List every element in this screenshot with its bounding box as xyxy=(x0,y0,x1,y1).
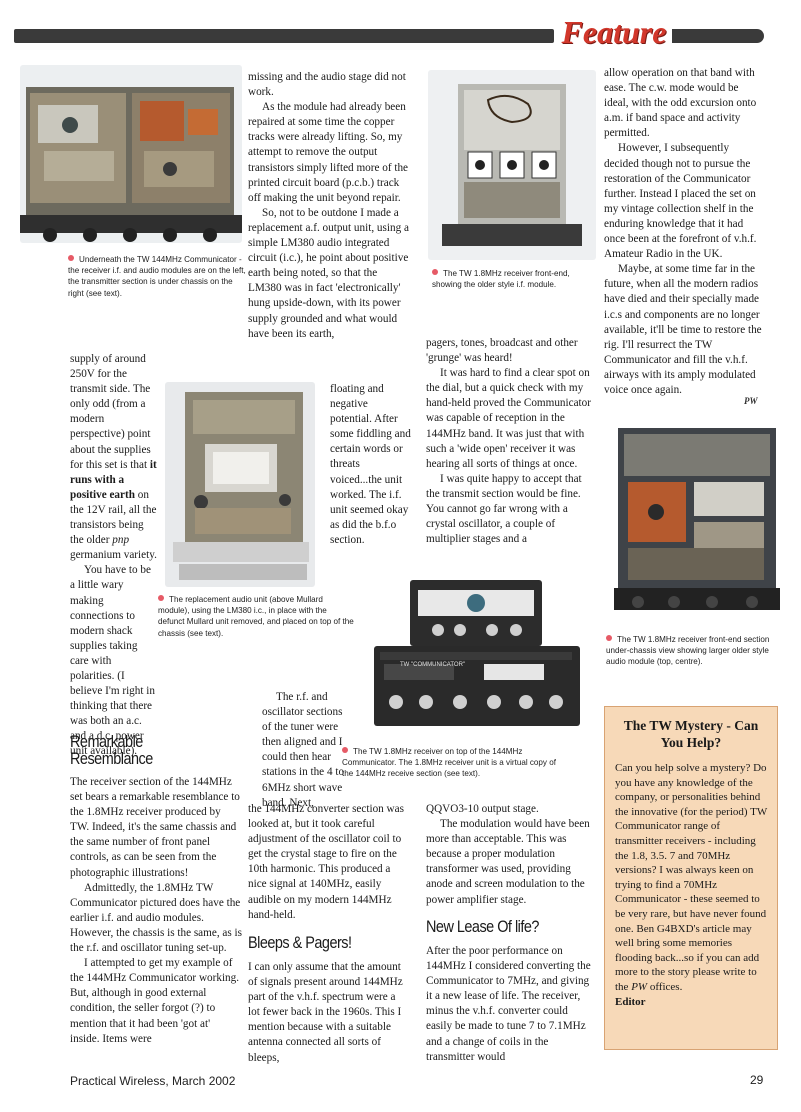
heading-new-lease: New Lease Of life? xyxy=(426,917,539,936)
col2-para-d2: the 144MHz converter section was looked … xyxy=(248,803,404,921)
col1-pnp: pnp xyxy=(112,534,130,547)
col3-para-b: It was hard to find a clear spot on the … xyxy=(426,367,591,470)
col1-positive-earth: it runs with a positive earth xyxy=(70,458,157,501)
col3-para-a: pagers, tones, broadcast and other 'grun… xyxy=(426,337,578,365)
col3-para-c: I was quite happy to accept that the tra… xyxy=(426,472,582,546)
col2-text-narrow: floating and negative potential. After s… xyxy=(330,382,412,548)
col2-para-c: So, not to be outdone I made a replaceme… xyxy=(248,206,409,340)
col1-text-lower: The receiver section of the 144MHz set b… xyxy=(70,775,242,1047)
heading-bleeps-pagers: Bleeps & Pagers! xyxy=(248,933,352,952)
col3-para-d: QQVO3-10 output stage. xyxy=(426,803,539,815)
sidebar-title: The TW Mystery - Can You Help? xyxy=(623,718,759,750)
col2-text-mid: The r.f. and oscillator sections of the … xyxy=(248,690,410,811)
mystery-sidebar: The TW Mystery - Can You Help? Can you h… xyxy=(604,706,778,1050)
col2-text-top: missing and the audio stage did not work… xyxy=(248,70,410,342)
sidebar-body: Can you help solve a mystery? Do you hav… xyxy=(615,761,769,1009)
caption-bullet-icon xyxy=(68,255,74,261)
caption-bullet-icon xyxy=(342,747,348,753)
col3-para-e: The modulation would have been more than… xyxy=(426,818,590,906)
heading-remarkable-resemblance: Remarkable Resemblance xyxy=(70,732,153,768)
caption-photo1: Underneath the TW 144MHz Communicator - … xyxy=(68,255,246,298)
photo-1-8mhz-front-end xyxy=(428,70,596,260)
caption-photo5: The TW 1.8MHz receiver front-end section… xyxy=(606,635,770,667)
col3-text-mid: QQVO3-10 output stage. The modulation wo… xyxy=(426,802,596,908)
col1-para-b: You have to be a little wary making conn… xyxy=(70,564,155,758)
col2-para-c2: floating and negative potential. After s… xyxy=(330,383,411,546)
caption-photo2: The replacement audio unit (above Mullar… xyxy=(158,595,354,638)
col2-para-d: The r.f. and oscillator sections of the … xyxy=(262,691,345,809)
caption-bullet-icon xyxy=(158,595,164,601)
col4-para-b: However, I subsequently decided though n… xyxy=(604,142,757,261)
footer-magazine: Practical Wireless, March 2002 xyxy=(70,1074,236,1088)
col2-text-bottom: I can only assume that the amount of sig… xyxy=(248,960,410,1066)
caption-bullet-icon xyxy=(432,269,438,275)
sidebar-editor: Editor xyxy=(615,995,646,1008)
photo-receiver-on-communicator: TW "COMMUNICATOR" xyxy=(360,572,590,740)
photo-1-8mhz-under-chassis xyxy=(612,422,782,618)
col2-para-e: I can only assume that the amount of sig… xyxy=(248,961,403,1064)
photo-panel-label: TW "COMMUNICATOR" xyxy=(400,662,466,668)
col1-supply-text: supply of around 250V for the transmit s… xyxy=(70,353,151,471)
sidebar-body-end: offices. xyxy=(647,980,683,993)
photo-144mhz-underside xyxy=(20,65,242,243)
sidebar-pw: PW xyxy=(631,980,648,993)
footer-page-number: 29 xyxy=(750,1073,764,1087)
photo-replacement-audio-unit xyxy=(165,382,315,587)
col2-text-mid2: the 144MHz converter section was looked … xyxy=(248,802,410,923)
col1-para-c: The receiver section of the 144MHz set b… xyxy=(70,776,240,879)
col2-para-a: missing and the audio stage did not work… xyxy=(248,71,406,99)
caption-photo4: The TW 1.8MHz receiver on top of the 144… xyxy=(342,747,556,779)
col3-para-f: After the poor performance on 144MHz I c… xyxy=(426,945,591,1063)
header-bar xyxy=(14,29,554,43)
col4-para-a: allow operation on that band with ease. … xyxy=(604,67,757,140)
col1-para-e: I attempted to get my example of the 144… xyxy=(70,957,240,1045)
col4-para-c: Maybe, at some time far in the future, w… xyxy=(604,263,762,396)
section-label: Feature xyxy=(561,14,667,50)
header-bar-end xyxy=(672,29,764,43)
col1-germanium: germanium variety. xyxy=(70,549,157,562)
col4-text: allow operation on that band with ease. … xyxy=(604,66,764,398)
caption-photo3: The TW 1.8MHz receiver front-end, showin… xyxy=(432,269,570,290)
col1-text-flow: supply of around 250V for the transmit s… xyxy=(70,352,158,760)
caption-bullet-icon xyxy=(606,635,612,641)
col1-rail-text: on the 12V rail, all the transistors bei… xyxy=(70,488,157,547)
col3-text-top: pagers, tones, broadcast and other 'grun… xyxy=(426,336,596,547)
col3-text-bottom: After the poor performance on 144MHz I c… xyxy=(426,944,596,1065)
col2-para-b: As the module had already been repaired … xyxy=(248,101,409,204)
col1-para-d: Admittedly, the 1.8MHz TW Communicator p… xyxy=(70,881,242,955)
sidebar-body-text: Can you help solve a mystery? Do you hav… xyxy=(615,762,768,993)
pw-signoff: PW xyxy=(744,396,758,406)
